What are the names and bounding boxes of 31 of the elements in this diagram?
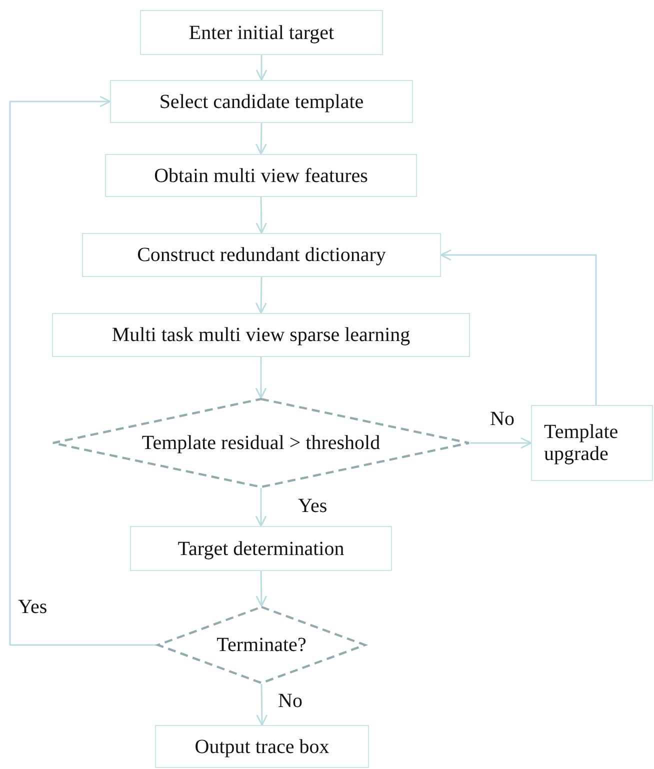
arrow xyxy=(256,570,268,607)
node-text: Select candidate template xyxy=(159,90,364,112)
process-box xyxy=(140,10,383,55)
node-text: Target determination xyxy=(178,538,344,560)
node-text: Obtain multi view features xyxy=(154,164,368,186)
node-text: Template upgrade xyxy=(544,421,620,465)
process-box xyxy=(531,405,653,481)
arrow xyxy=(256,196,268,234)
arrow xyxy=(255,357,267,399)
node-text: Terminate? xyxy=(216,634,306,656)
node-text: Template residual > threshold xyxy=(142,432,380,454)
decision-diamond xyxy=(157,606,366,684)
node-text: Construct redundant dictionary xyxy=(137,244,386,266)
arrow xyxy=(9,96,157,646)
process-box xyxy=(155,725,369,768)
arrow xyxy=(256,684,268,726)
process-box xyxy=(130,526,392,571)
process-box xyxy=(82,233,441,277)
arrow xyxy=(440,249,597,405)
arrow xyxy=(470,437,532,449)
arrow xyxy=(255,488,267,527)
process-box xyxy=(105,154,417,197)
process-box xyxy=(110,80,413,123)
arrow xyxy=(256,55,268,81)
node-text: Multi task multi view sparse learning xyxy=(112,324,410,346)
process-box xyxy=(52,313,470,357)
arrow xyxy=(255,276,267,314)
node-text: Output trace box xyxy=(194,736,330,758)
node-text: Enter initial target xyxy=(188,22,334,44)
arrow xyxy=(255,122,267,155)
decision-diamond xyxy=(52,398,470,488)
